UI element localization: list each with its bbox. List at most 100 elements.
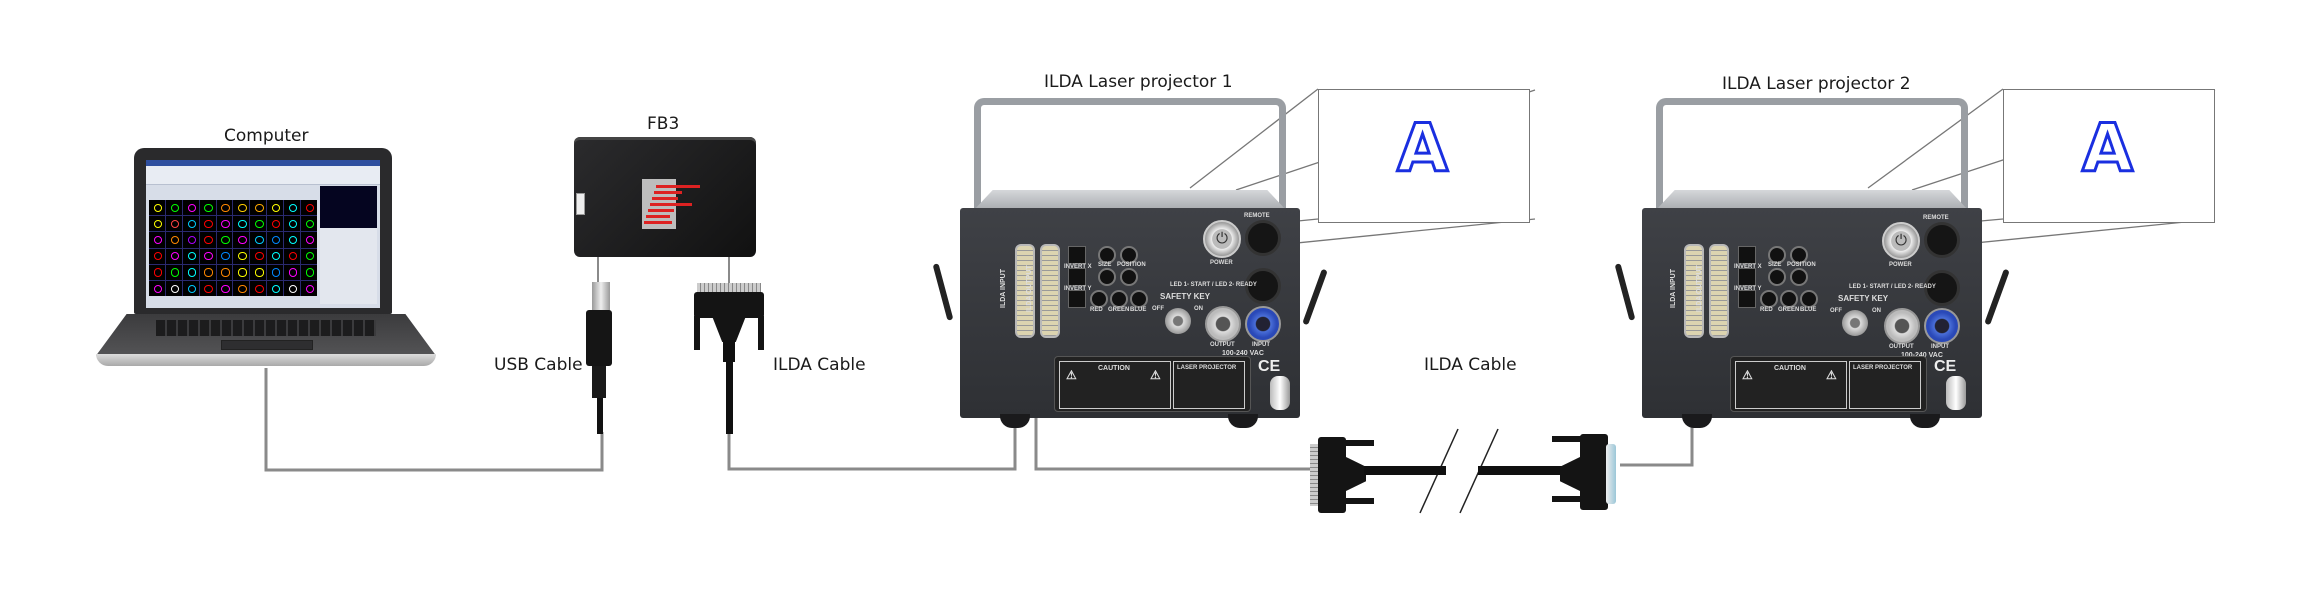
position-y-knob[interactable] — [1790, 268, 1808, 286]
cue-cell — [233, 280, 250, 296]
app-titlebar — [146, 160, 380, 166]
laptop-touchpad — [221, 340, 313, 350]
rating-box: LASER PROJECTOR — [1849, 361, 1921, 409]
size-y-knob[interactable] — [1768, 268, 1786, 286]
app-toolbar — [146, 166, 380, 185]
projector-1-label: ILDA Laser projector 1 — [1044, 72, 1233, 92]
green-knob[interactable] — [1780, 290, 1798, 308]
scan-mode-button[interactable] — [1738, 290, 1756, 308]
cue-cell — [301, 200, 317, 216]
remote-connector — [1924, 222, 1960, 258]
position-x-knob[interactable] — [1790, 246, 1808, 264]
off-text: OFF — [1830, 308, 1842, 314]
power-button[interactable]: ⏻ — [1882, 222, 1920, 260]
caution-text: CAUTION — [1774, 365, 1806, 372]
blue-knob[interactable] — [1130, 290, 1148, 308]
cue-cell — [250, 200, 267, 216]
app-side-panel — [320, 186, 377, 304]
on-text: ON — [1194, 306, 1203, 312]
dsub-screw — [1552, 436, 1582, 442]
cue-cell — [284, 280, 301, 296]
carry-handle — [1656, 98, 1968, 238]
cue-cell — [165, 216, 182, 232]
size-text: SIZE — [1098, 262, 1112, 268]
blue-text: BLUE — [1800, 307, 1817, 313]
wire-computer-usb — [264, 368, 604, 472]
laptop-keyboard-deck — [96, 314, 436, 356]
panel-latch[interactable] — [1270, 376, 1290, 410]
cue-cell — [216, 248, 233, 264]
green-knob[interactable] — [1110, 290, 1128, 308]
dsub-taper-left — [1344, 456, 1366, 492]
output-text: OUTPUT — [1889, 344, 1914, 350]
ilda-input-connector — [1015, 244, 1035, 338]
off-text: OFF — [1152, 306, 1164, 312]
scan-mode-button[interactable] — [1068, 290, 1086, 308]
projector-2-label: ILDA Laser projector 2 — [1722, 74, 1911, 94]
cue-cell — [216, 232, 233, 248]
ilda-output-text: ILDA OUTPUT — [1696, 265, 1703, 312]
invert-x-text: INVERT X — [1064, 264, 1092, 270]
safety-key-switch[interactable] — [1165, 308, 1191, 334]
cue-cell — [267, 232, 284, 248]
remote-text: REMOTE — [1923, 215, 1949, 221]
usb-plug-body — [586, 310, 612, 366]
foot — [1228, 414, 1258, 428]
red-text: RED — [1090, 307, 1103, 313]
output-text: OUTPUT — [1210, 342, 1235, 348]
cue-cell — [284, 248, 301, 264]
position-y-knob[interactable] — [1120, 268, 1138, 286]
cue-cell — [149, 200, 165, 216]
input-text: INPUT — [1252, 342, 1270, 348]
safety-key-text: SAFETY KEY — [1160, 292, 1211, 301]
power-input-connector — [1924, 308, 1960, 344]
invert-x-text: INVERT X — [1734, 264, 1762, 270]
red-knob[interactable] — [1090, 290, 1108, 308]
cue-cell — [165, 200, 182, 216]
cue-cell — [149, 232, 165, 248]
cue-cell — [165, 264, 182, 280]
red-knob[interactable] — [1760, 290, 1778, 308]
projection-screen-2: A — [2003, 89, 2215, 223]
size-y-knob[interactable] — [1098, 268, 1116, 286]
blue-knob[interactable] — [1800, 290, 1818, 308]
position-x-knob[interactable] — [1120, 246, 1138, 264]
safety-key-switch[interactable] — [1842, 310, 1868, 336]
invert-y-button[interactable] — [1068, 268, 1086, 286]
caution-box: CAUTION ⚠ ⚠ — [1059, 361, 1171, 409]
size-x-knob[interactable] — [1768, 246, 1786, 264]
panel-latch[interactable] — [1946, 376, 1966, 410]
cue-cell — [233, 200, 250, 216]
usb-port — [576, 193, 585, 215]
laptop-base-rim — [96, 354, 436, 366]
led-text: LED 1- START / LED 2- READY — [1849, 284, 1936, 290]
cue-cell — [149, 216, 165, 232]
cue-cell — [284, 264, 301, 280]
invert-y-button[interactable] — [1738, 268, 1756, 286]
cue-cell — [267, 280, 284, 296]
cue-cell — [301, 248, 317, 264]
cue-cell — [233, 248, 250, 264]
on-text: ON — [1872, 308, 1881, 314]
laser-projector-1: ILDA INPUT ILDA OUTPUT INVERT X INVERT Y… — [932, 98, 1328, 428]
dsub-hood-left — [1318, 437, 1346, 513]
warning-plate: CAUTION ⚠ ⚠ LASER PROJECTOR — [1730, 356, 1927, 412]
dmx-connector — [1245, 268, 1281, 304]
projected-letter: A — [1395, 109, 1449, 189]
foot — [1000, 414, 1030, 428]
cue-cell — [233, 264, 250, 280]
foot — [1910, 414, 1940, 428]
size-x-knob[interactable] — [1098, 246, 1116, 264]
power-button[interactable]: ⏻ — [1203, 220, 1241, 258]
power-text: POWER — [1889, 262, 1912, 268]
laser-projector-text: LASER PROJECTOR — [1853, 365, 1913, 371]
warning-icon: ⚠ — [1826, 368, 1837, 382]
cue-grid — [149, 200, 317, 296]
laptop-screen — [146, 160, 380, 308]
cue-cell — [182, 200, 199, 216]
dsub-strain-relief — [723, 340, 735, 362]
invert-x-button[interactable] — [1738, 246, 1756, 264]
ilda-input-text: ILDA INPUT — [1000, 268, 1007, 308]
invert-x-button[interactable] — [1068, 246, 1086, 264]
cue-cell — [216, 280, 233, 296]
